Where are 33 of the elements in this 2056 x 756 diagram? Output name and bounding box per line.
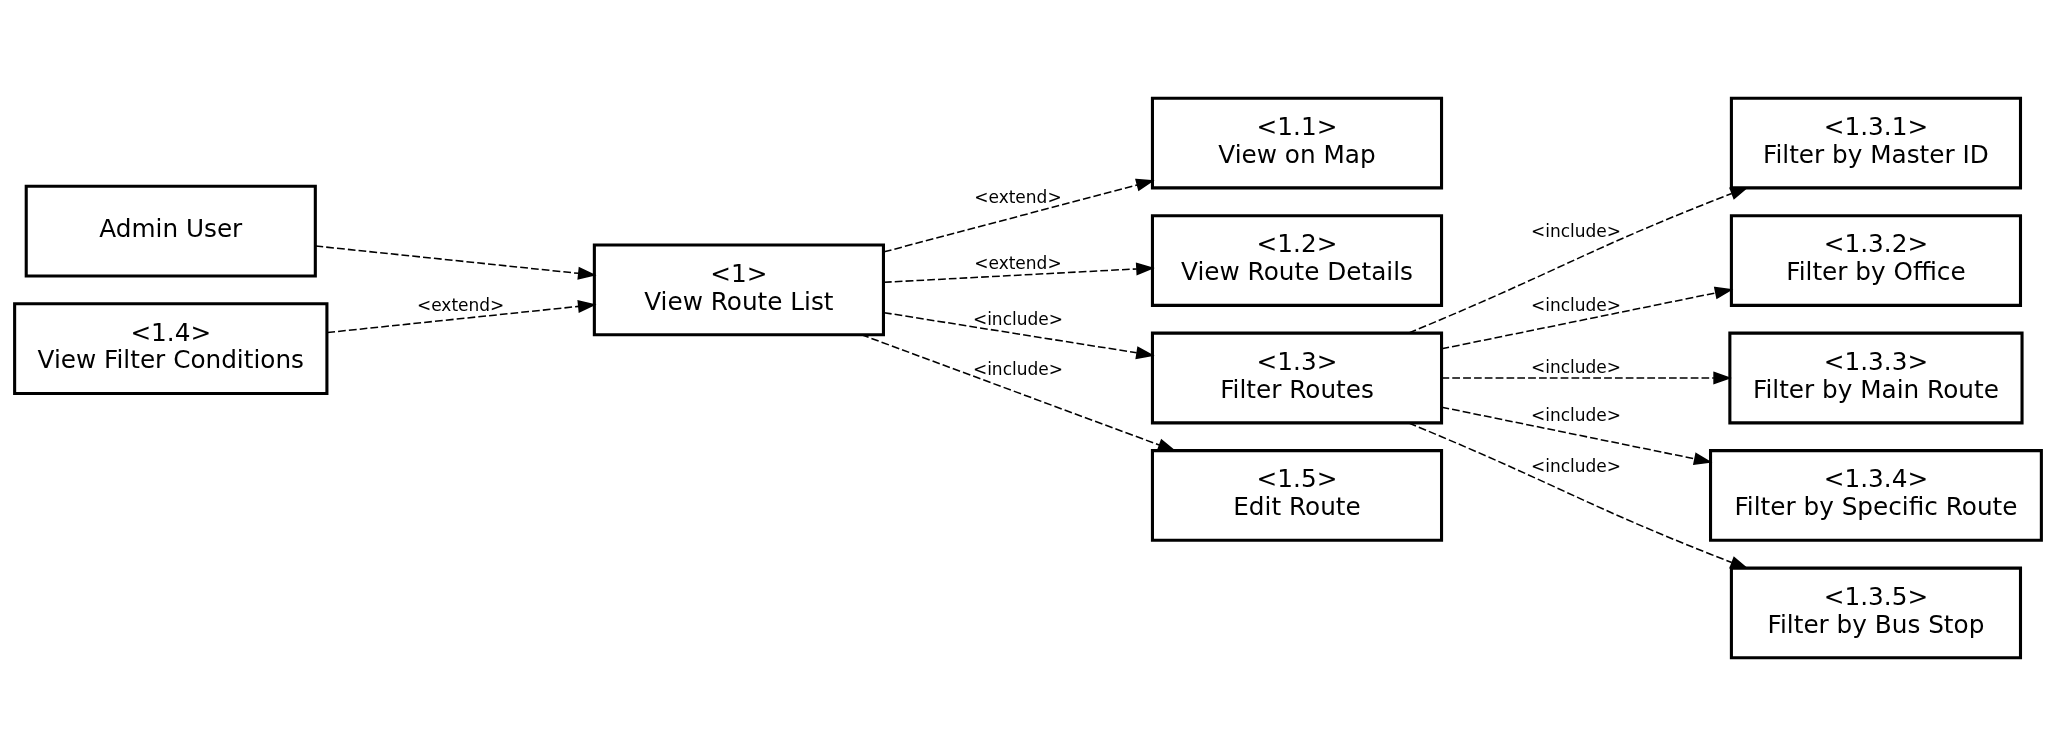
node-box: <1.4> View Filter Conditions <box>13 302 329 395</box>
node-box: <1.3.3> Filter by Main Route <box>1728 331 2024 425</box>
node-box: <1.3.5> Filter by Bus Stop <box>1729 566 2023 660</box>
edge-label: <include> <box>972 358 1063 379</box>
edge-label: <include> <box>972 309 1063 330</box>
arrow <box>860 333 1177 452</box>
arrow <box>1407 187 1749 334</box>
arrow <box>883 311 1155 360</box>
arrow <box>1440 371 1732 385</box>
edge-label: <extend> <box>974 253 1062 274</box>
node-box: <1.3.2> Filter by Office <box>1729 214 2023 307</box>
edge-label: <include> <box>1530 455 1622 476</box>
node-box: Admin User <box>24 184 317 278</box>
arrow <box>883 178 1155 253</box>
arrow <box>1440 406 1713 466</box>
node-box: <1.2> View Route Details <box>1150 214 1444 307</box>
edge-label: <extend> <box>416 295 505 316</box>
edge-label: <include> <box>1530 221 1622 242</box>
arrow <box>326 299 597 334</box>
node-box: <1.5> Edit Route <box>1150 449 1444 542</box>
arrow <box>1440 286 1734 350</box>
edge-label: <extend> <box>974 187 1062 207</box>
arrow <box>1407 422 1749 569</box>
node-box: <1.3> Filter Routes <box>1150 331 1444 425</box>
arrow <box>883 262 1155 284</box>
node-box: <1> View Route List <box>592 243 885 337</box>
edge-label: <include> <box>1530 295 1622 316</box>
node-box: <1.3.4> Filter by Specific Route <box>1709 449 2043 542</box>
node-box: <1.1> View on Map <box>1150 96 1444 190</box>
edge-label: <include> <box>1530 357 1622 378</box>
node-box: <1.3.1> Filter by Master ID <box>1729 96 2023 190</box>
edge-label: <include> <box>1530 404 1622 425</box>
arrow <box>314 245 597 280</box>
